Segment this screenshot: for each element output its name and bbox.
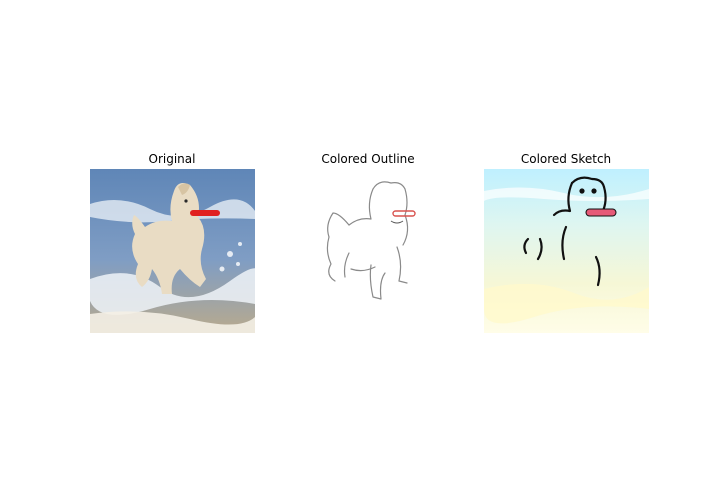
colored-sketch-image: [484, 169, 649, 333]
colored-outline-image: [287, 169, 452, 333]
dog-outline-icon: [326, 181, 409, 300]
original-photo: [90, 169, 255, 333]
panel-title-colored-sketch: Colored Sketch: [520, 152, 612, 166]
dog-photo-icon: [132, 183, 220, 294]
panel-title-original: Original: [148, 152, 196, 166]
panel-title-colored-outline: Colored Outline: [321, 152, 415, 166]
